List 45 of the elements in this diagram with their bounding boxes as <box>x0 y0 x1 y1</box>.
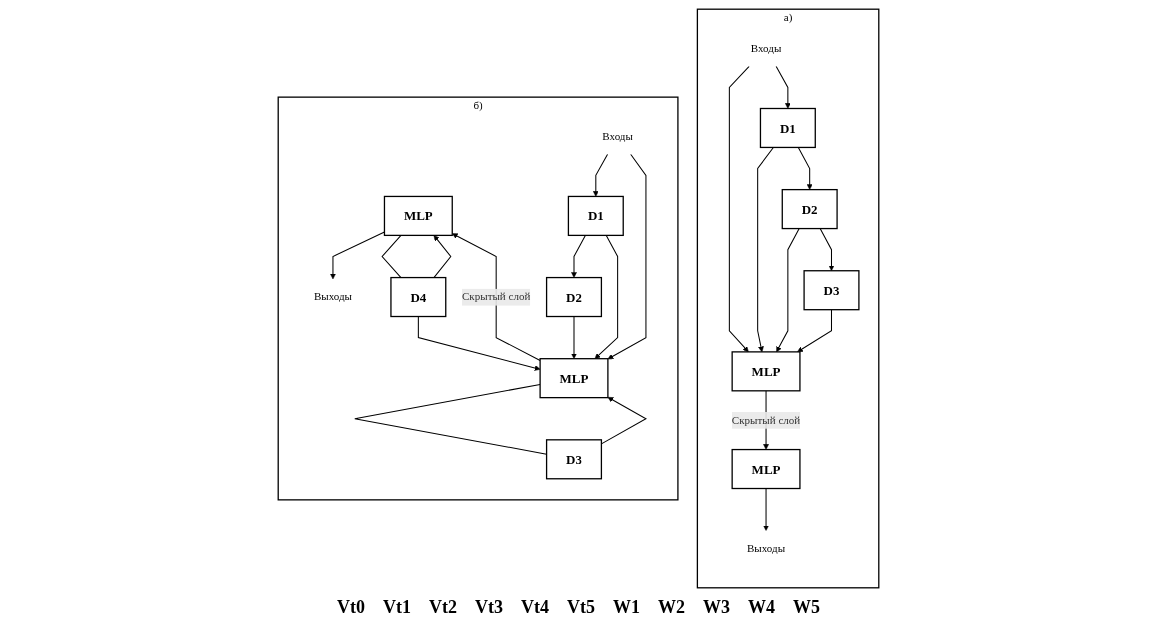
node-text: Выходы <box>313 290 352 304</box>
signal-label: Vt4 <box>521 597 549 618</box>
arrow <box>776 228 800 353</box>
arrow <box>594 234 619 359</box>
arrow <box>763 488 769 531</box>
node-box: D4 <box>390 276 447 318</box>
node-box: D1 <box>567 195 624 237</box>
node-box: MLP <box>539 358 609 399</box>
arrow <box>571 316 577 359</box>
signal-label: Vt5 <box>567 597 595 618</box>
signal-label: W1 <box>613 597 640 618</box>
node-box: D2 <box>781 188 838 230</box>
edge-label: Скрытый слой <box>731 413 801 427</box>
signal-label: W3 <box>703 597 730 618</box>
arrow <box>728 65 750 353</box>
arrow <box>417 316 541 371</box>
node-box: D3 <box>803 270 860 311</box>
node-box: MLP <box>383 195 453 237</box>
arrow <box>797 146 813 190</box>
node-box: D2 <box>545 276 603 318</box>
arrow <box>775 65 791 109</box>
signal-label: Vt0 <box>337 597 365 618</box>
node-text: Выходы <box>746 542 786 555</box>
signal-label: Vt1 <box>383 597 411 618</box>
arrow <box>797 309 832 353</box>
arrow <box>819 228 835 271</box>
arrow <box>330 231 385 280</box>
signal-label: W5 <box>793 597 820 618</box>
node-box: MLP <box>731 448 801 490</box>
node-text: Входы <box>750 41 782 55</box>
signal-label: W4 <box>748 597 775 618</box>
arrow <box>452 233 541 361</box>
arrow <box>592 153 609 197</box>
signal-label: Vt2 <box>429 597 457 618</box>
arrow <box>757 146 774 353</box>
node-box: MLP <box>731 351 801 392</box>
node-text: Входы <box>602 129 633 143</box>
signal-label: W2 <box>658 597 685 618</box>
node-box: D3 <box>545 439 603 480</box>
arrow <box>571 234 586 278</box>
arrow <box>433 235 452 279</box>
signal-label: Vt3 <box>475 597 503 618</box>
edge-label: Скрытый слой <box>461 290 531 304</box>
node-box: D1 <box>759 107 816 149</box>
arrow <box>607 153 647 360</box>
